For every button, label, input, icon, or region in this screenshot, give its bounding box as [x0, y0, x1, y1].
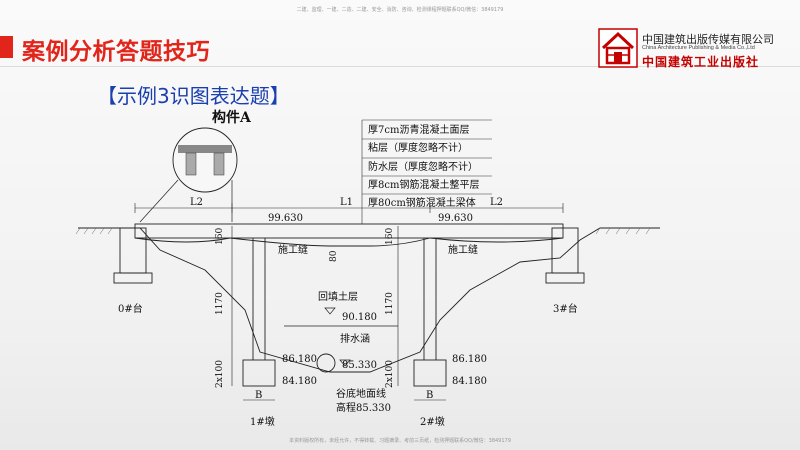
- dim-160-left: 160: [215, 228, 225, 245]
- abutment-right-label: 3#台: [553, 302, 578, 315]
- culvert-label: 排水涵: [340, 332, 370, 345]
- span-mid: L1: [340, 197, 353, 208]
- section-subtitle: 【示例3识图表达题】: [97, 84, 290, 108]
- elev-deck-left: 99.630: [268, 213, 303, 224]
- publisher-block: 中国建筑出版传媒有限公司 China Architecture Publishi…: [598, 28, 788, 69]
- layer-3: 防水层（厚度忽略不计）: [368, 160, 478, 173]
- valley-elev: 高程85.330: [336, 401, 391, 414]
- publisher-logo-icon: [598, 28, 638, 68]
- watermark-bottom: 本资料版权所有，未经允许，不得转载、习题摘录、考前三页纸，检测押题联系QQ/微信…: [289, 438, 511, 444]
- header-divider: [0, 66, 800, 67]
- pier-left-label: 1#墩: [250, 415, 275, 428]
- construction-joint-right: 施工缝: [448, 243, 478, 256]
- layer-leaders: [361, 119, 492, 224]
- layer-2: 粘层（厚度忽略不计）: [368, 141, 468, 154]
- elev-8418-left: 84.180: [282, 376, 317, 387]
- dim-80: 80: [329, 250, 339, 262]
- culvert-shape: [316, 353, 336, 373]
- elev-deck-right: 99.630: [438, 213, 473, 224]
- span-left: L2: [190, 197, 203, 208]
- publisher-name-cn: 中国建筑出版传媒有限公司: [642, 33, 774, 46]
- ground-line: [78, 227, 660, 373]
- b-right: B: [426, 390, 433, 401]
- ground-hatch: [75, 227, 651, 235]
- abutment-left-label: 0#台: [118, 302, 143, 315]
- component-a-detail: [139, 127, 238, 223]
- publisher-name-en: China Architecture Publishing & Media Co…: [642, 45, 755, 51]
- pier-right-shape: [413, 238, 447, 387]
- abutment-left-shape: [113, 227, 153, 284]
- dim-1170-left: 1170: [215, 292, 225, 315]
- dim-160-right: 160: [385, 228, 395, 245]
- backfill-line: [284, 307, 398, 367]
- valley-line-label: 谷底地面线: [336, 387, 386, 400]
- bridge-drawing: 构件A 厚7cm沥青混凝土面层 粘层（厚度忽略不计） 防水层（厚度忽略不计） 厚…: [75, 109, 660, 428]
- watermark-top: 二建、监理、一建、二造、二建、安全、消防、咨询、检测课程押题联系QQ/微信：38…: [296, 7, 504, 13]
- header-accent-bar: [0, 36, 13, 58]
- pier-right-label: 2#墩: [420, 415, 445, 428]
- dim-2x100-right: 2x100: [385, 360, 395, 388]
- page-title: 案例分析答题技巧: [22, 39, 210, 65]
- dim-1170-right: 1170: [385, 292, 395, 315]
- elev-8618-left: 86.180: [282, 354, 317, 365]
- layer-5: 厚80cm钢筋混凝土梁体: [368, 196, 476, 209]
- elev-8418-right: 84.180: [452, 376, 487, 387]
- span-right: L2: [490, 197, 503, 208]
- layer-1: 厚7cm沥青混凝土面层: [368, 123, 469, 136]
- deck: [134, 223, 564, 247]
- b-left: B: [255, 390, 262, 401]
- backfill-label: 回填土层: [318, 290, 358, 303]
- abutment-right-shape: [545, 227, 585, 284]
- publisher-name-cn2: 中国建筑工业出版社: [642, 55, 760, 69]
- dim-2x100-left: 2x100: [215, 360, 225, 388]
- dimension-lines: [134, 203, 564, 401]
- elev-8618-right: 86.180: [452, 354, 487, 365]
- pier-left-shape: [242, 238, 276, 387]
- layer-4: 厚8cm钢筋混凝土整平层: [368, 178, 479, 191]
- component-a-label: 构件A: [212, 109, 252, 126]
- elev-backfill: 90.180: [342, 312, 377, 323]
- elev-85330: 85.330: [342, 360, 377, 371]
- construction-joint-left: 施工缝: [278, 243, 308, 256]
